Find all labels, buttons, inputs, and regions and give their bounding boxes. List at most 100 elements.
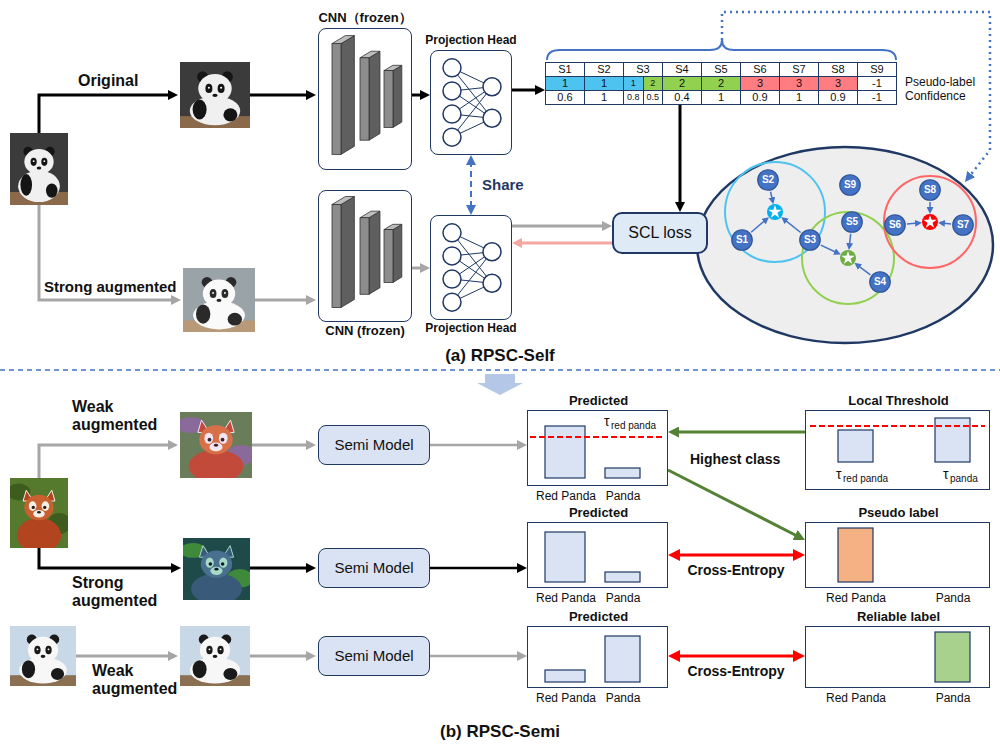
sample-id: S1 <box>736 234 748 246</box>
threshold-subscript: red panda <box>843 473 888 485</box>
embedding-space <box>697 147 993 343</box>
node-circle-shape <box>842 212 863 233</box>
shape <box>384 71 393 128</box>
bar-label: Red Panda <box>536 592 596 606</box>
table-cell: S1 <box>546 63 585 77</box>
sample-node: S2 <box>757 169 779 191</box>
projection-head-box: Projection Head <box>430 215 512 320</box>
table-cell: S5 <box>702 63 741 77</box>
table-cell: 0.4 <box>663 91 702 105</box>
shape <box>332 44 341 155</box>
box-title: CNN (frozen) <box>325 324 404 339</box>
table-cell: 1 <box>546 77 585 91</box>
shape <box>360 218 369 295</box>
table-cell: S7 <box>780 63 819 77</box>
shape <box>214 568 218 571</box>
photo <box>180 626 250 686</box>
shape <box>332 197 354 205</box>
leader-arrow <box>39 445 172 478</box>
shape <box>37 648 39 650</box>
cluster-arrow <box>907 222 918 224</box>
table-cell: -1 <box>858 91 897 105</box>
bar-label: Red Panda <box>536 692 596 706</box>
table-cell: 0.6 <box>546 91 585 105</box>
shape <box>443 293 461 311</box>
shape <box>223 668 237 680</box>
loss-box: SCL loss <box>612 212 708 254</box>
box-title: Projection Head <box>425 322 516 336</box>
sample-node: S6 <box>884 214 906 236</box>
bar-label: Red Panda <box>536 490 596 504</box>
shape <box>198 74 231 103</box>
table-cell: S6 <box>741 63 780 77</box>
shape <box>33 510 44 518</box>
shape <box>443 128 461 146</box>
shape <box>46 183 58 197</box>
photo-ground <box>180 626 250 686</box>
bar-label: Panda <box>606 490 641 504</box>
shape <box>205 84 212 93</box>
shape <box>443 105 461 123</box>
cluster-ring <box>725 162 825 262</box>
model-box: Semi Model <box>318 425 430 465</box>
sample-id: S5 <box>846 216 858 228</box>
chart-bar <box>545 426 585 478</box>
shape <box>443 247 461 265</box>
subfigure-caption: (b) RPSC-Semi <box>440 722 560 742</box>
centre-star <box>841 251 854 264</box>
shape <box>483 78 501 96</box>
shape <box>214 444 218 447</box>
shape <box>43 506 46 509</box>
chart-title: Predicted <box>569 610 628 625</box>
chart-title: Pseudo label <box>858 506 938 521</box>
connector <box>668 470 799 537</box>
shape <box>218 84 225 93</box>
shape <box>223 108 237 121</box>
shape <box>31 158 37 166</box>
shape <box>220 87 222 89</box>
table-cell: 1 <box>624 77 644 91</box>
shape <box>37 511 41 514</box>
cluster-arrow <box>771 192 773 200</box>
input-label: Weak augmented <box>92 662 192 699</box>
neural-net <box>443 224 501 311</box>
sample-node: S1 <box>731 229 753 251</box>
photo <box>183 268 255 332</box>
box-label: Semi Model <box>334 559 413 576</box>
photo <box>180 62 250 128</box>
threshold-line <box>530 436 665 438</box>
leader-arrow <box>250 94 310 97</box>
table-cell: 3 <box>741 77 780 91</box>
chart-bar <box>605 468 640 478</box>
model-box: Semi Model <box>318 548 430 588</box>
cluster-ring <box>884 176 976 268</box>
connector <box>412 267 424 270</box>
shape <box>219 557 227 567</box>
shape <box>48 648 50 650</box>
threshold-line <box>810 425 985 427</box>
photo <box>10 133 68 205</box>
leader-arrow <box>76 655 172 658</box>
shape <box>216 299 221 302</box>
shape <box>22 660 35 678</box>
shape <box>206 557 214 567</box>
input-label: Original <box>78 72 138 90</box>
connector <box>470 161 472 209</box>
sample-node: S7 <box>952 214 974 236</box>
table-cell: 0.8 <box>624 91 644 105</box>
shape <box>41 655 46 658</box>
table-cell: 1 <box>702 91 741 105</box>
table-cell: 0.9 <box>741 91 780 105</box>
sample-id: S9 <box>844 179 856 191</box>
chart-bar <box>605 636 640 682</box>
projection-head-box: Projection Head <box>430 50 512 155</box>
cluster-centre <box>840 250 856 266</box>
photo-ground <box>183 268 255 332</box>
shape <box>209 562 213 566</box>
photo-ground <box>10 133 68 205</box>
bar-label: Red Panda <box>826 592 886 606</box>
shape <box>384 230 393 283</box>
bar-label: Panda <box>936 692 971 706</box>
cluster-arrow <box>858 265 871 274</box>
